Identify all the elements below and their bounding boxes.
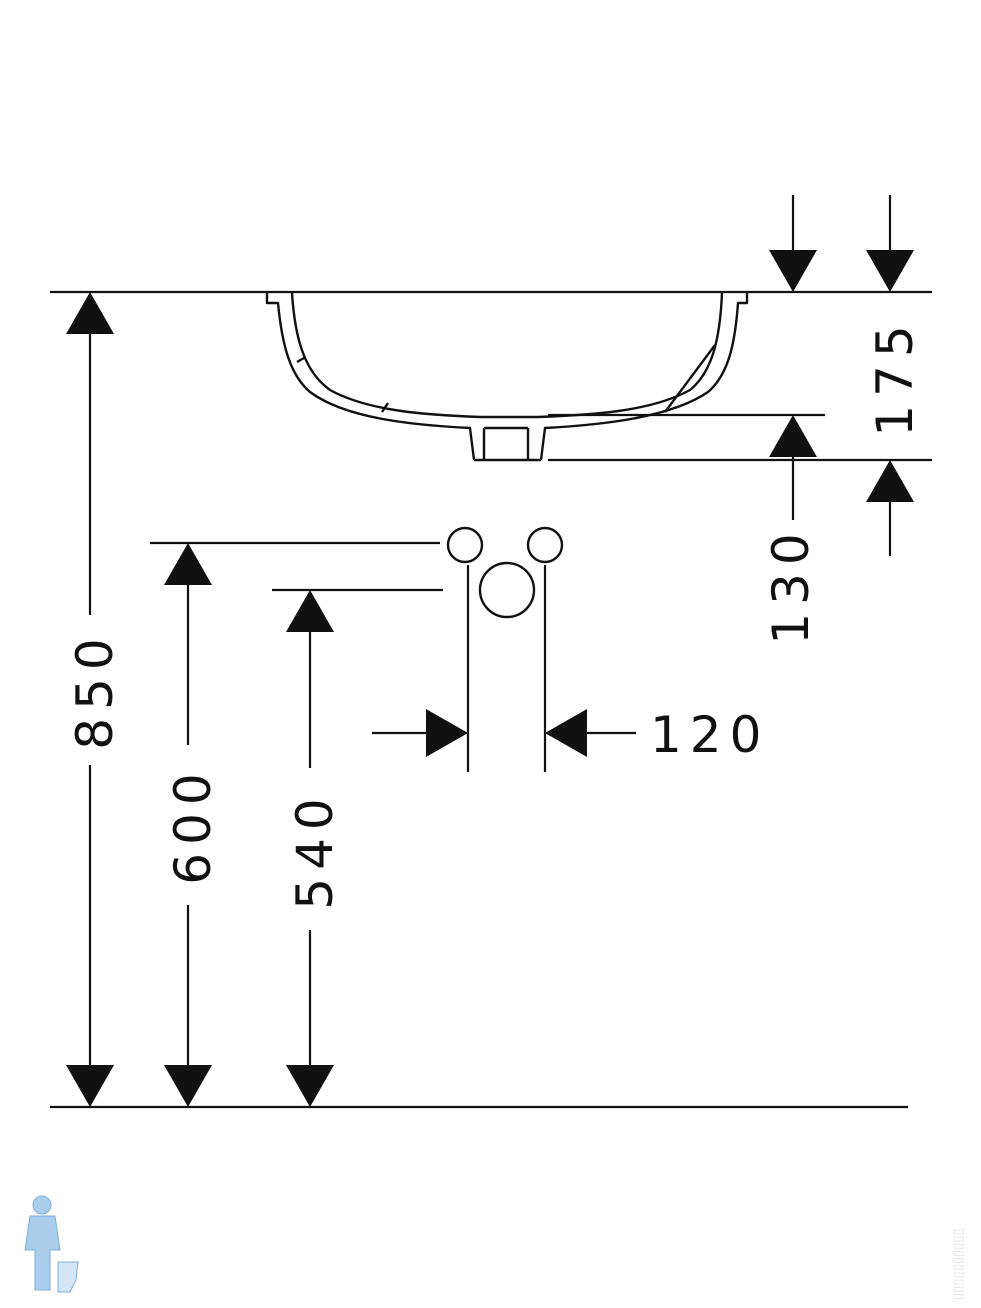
drain-circle — [478, 561, 536, 619]
arrow-up-icon — [164, 543, 212, 585]
hot-supply-circle — [446, 526, 484, 564]
plumber-figure-icon — [24, 1195, 79, 1293]
arrow-down-icon — [164, 1065, 212, 1107]
arrow-up-icon — [769, 415, 817, 457]
arrow-down-icon — [66, 1065, 114, 1107]
dimension-130: 130 — [762, 415, 820, 645]
svg-text:120: 120 — [650, 706, 769, 764]
basin-section — [265, 292, 749, 462]
arrow-up-icon — [866, 460, 914, 502]
cold-supply-circle — [526, 526, 564, 564]
dimension-850: 850 — [66, 292, 124, 1107]
arrow-left-icon — [545, 709, 587, 757]
arrow-up-icon — [286, 590, 334, 632]
arrow-up-icon — [66, 292, 114, 334]
arrow-down-icon — [286, 1065, 334, 1107]
arrow-down-icon — [866, 250, 914, 292]
watermark-vertical-text: ▯▯▯▯▯▯▯▯▯▯ — [951, 1228, 966, 1300]
dimension-175: 175 — [769, 195, 924, 556]
svg-text:175: 175 — [866, 317, 924, 436]
arrow-right-icon — [426, 709, 468, 757]
arrow-down-icon — [769, 250, 817, 292]
dimension-120: 120 — [372, 706, 769, 764]
svg-text:600: 600 — [164, 765, 222, 884]
svg-text:130: 130 — [762, 525, 820, 644]
dimension-600: 600 — [164, 543, 222, 1107]
dimension-540: 540 — [286, 590, 344, 1107]
svg-text:540: 540 — [286, 790, 344, 909]
svg-text:850: 850 — [66, 630, 124, 749]
